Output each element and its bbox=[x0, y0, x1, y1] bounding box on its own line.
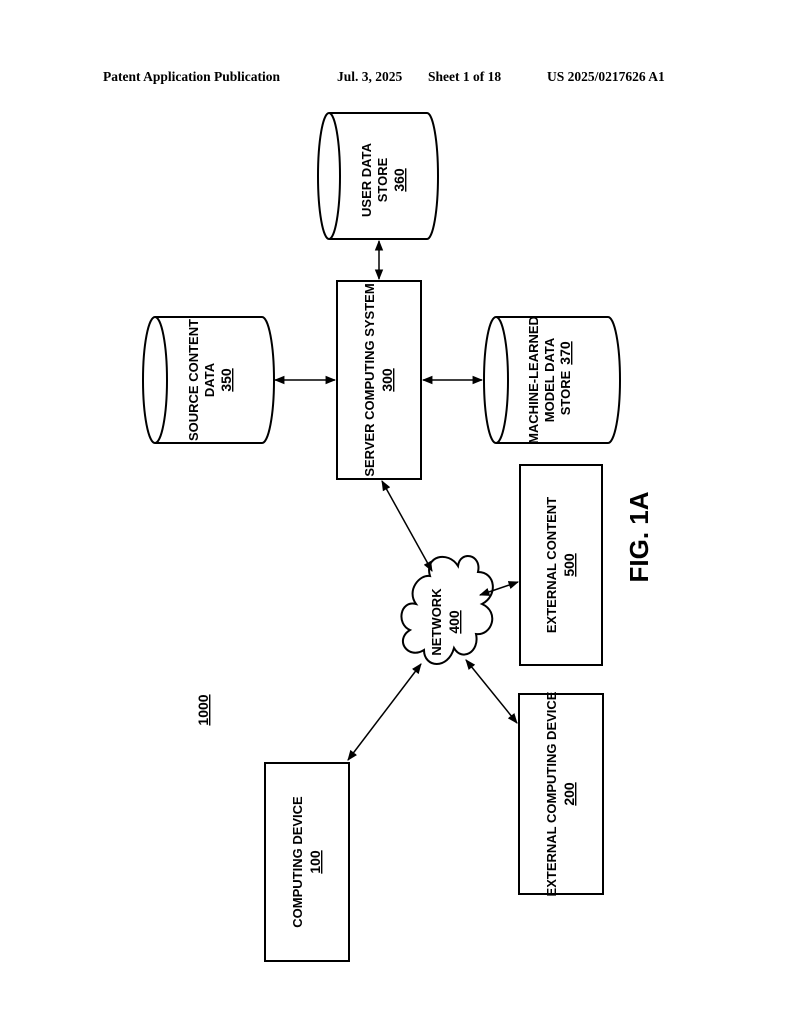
network-ref: 400 bbox=[446, 610, 462, 634]
user-data-store-label-1: USER DATA bbox=[359, 142, 374, 217]
external-device-label: EXTERNAL COMPUTING DEVICE bbox=[544, 691, 559, 896]
computing-device-box bbox=[264, 762, 350, 962]
publication-title: Patent Application Publication bbox=[103, 69, 281, 84]
external-computing-device-box bbox=[518, 693, 604, 895]
user-data-store-ref: 360 bbox=[391, 168, 407, 192]
ml-store-ref: 370 bbox=[557, 341, 573, 365]
system-ref: 1000 bbox=[195, 694, 211, 725]
ml-store-label-3: STORE bbox=[558, 370, 573, 415]
arrow-network-external-device bbox=[465, 659, 518, 724]
ml-store-label-1: MACHINE-LEARNED bbox=[526, 316, 541, 444]
ml-model-data-store-cylinder bbox=[483, 316, 621, 444]
external-device-ref: 200 bbox=[561, 782, 577, 806]
user-data-store-label-2: STORE bbox=[375, 157, 390, 202]
publication-date: Jul. 3, 2025 bbox=[337, 69, 403, 84]
arrow-server-network bbox=[381, 480, 433, 572]
publication-number: US 2025/0217626 A1 bbox=[547, 69, 665, 84]
arrow-network-computing-device bbox=[347, 663, 422, 761]
external-content-ref: 500 bbox=[561, 553, 577, 577]
server-label: SERVER COMPUTING SYSTEM bbox=[362, 283, 377, 476]
source-content-label-2: DATA bbox=[202, 362, 217, 397]
computing-device-ref: 100 bbox=[307, 850, 323, 874]
user-data-store-cylinder bbox=[317, 112, 439, 240]
external-content-box bbox=[519, 464, 603, 666]
figure-label: FIG. 1A bbox=[624, 491, 654, 582]
computing-device-label: COMPUTING DEVICE bbox=[290, 796, 305, 928]
source-content-label-1: SOURCE CONTENT bbox=[186, 319, 201, 441]
network-cloud bbox=[400, 555, 494, 665]
arrow-network-external-content bbox=[479, 581, 519, 596]
server-computing-system-box bbox=[336, 280, 422, 480]
external-content-label: EXTERNAL CONTENT bbox=[544, 497, 559, 633]
ml-store-label-2: MODEL DATA bbox=[542, 337, 557, 422]
server-ref: 300 bbox=[379, 368, 395, 392]
network-label: NETWORK bbox=[429, 588, 444, 656]
source-content-ref: 350 bbox=[218, 368, 234, 392]
sheet-number: Sheet 1 of 18 bbox=[428, 69, 502, 84]
